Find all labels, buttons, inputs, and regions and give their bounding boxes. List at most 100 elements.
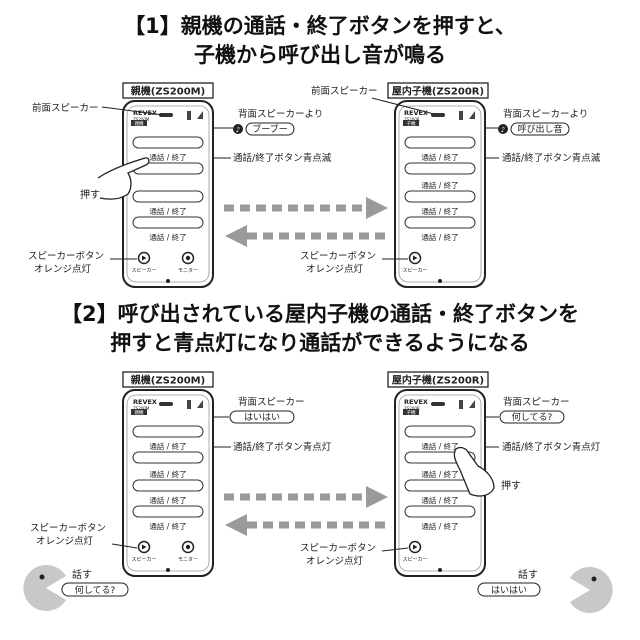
section1-parent-device: 親機(ZS200M) REVEX ZS200M 親機 通話 / 終了 通話 / … xyxy=(122,82,214,288)
section1-button-status-left: 通話/終了ボタン青点滅 xyxy=(233,152,332,164)
section2-parent-monitor-button xyxy=(181,540,195,554)
section2-press-label: 押す xyxy=(501,479,521,492)
section1-arrow-right xyxy=(224,197,388,219)
section2-speak-right-bubble xyxy=(477,582,541,597)
section2-title: 【2】呼び出されている屋内子機の通話・終了ボタンを 押すと青点灯になり通話ができ… xyxy=(0,300,640,358)
section1-child-speaker-btn-line2: オレンジ点灯 xyxy=(306,264,364,275)
section1-child-button-3: 通話 / 終了 xyxy=(421,206,458,216)
section2-parent-speaker-label: スピーカー xyxy=(131,557,156,563)
section1-parent-speaker-label: スピーカー xyxy=(131,268,156,274)
section2-button-status-left: 通話/終了ボタン青点灯 xyxy=(233,441,332,453)
note-glyph: ♪ xyxy=(236,126,240,134)
section1-parent-monitor-label: モニター xyxy=(178,267,198,274)
section1-button-status-right: 通話/終了ボタン青点滅 xyxy=(502,152,601,164)
section1-child-label-box xyxy=(387,82,489,99)
section1-child-button-4: 通話 / 終了 xyxy=(421,232,458,242)
section1-child-device: 屋内子機(ZS200R) REVEX ZS200R 通話 / 終了 通話 / 終… xyxy=(387,82,489,288)
section2-arrow-left xyxy=(225,514,388,536)
section1-child-phone xyxy=(394,100,486,288)
section2-child-speaker-label: スピーカー xyxy=(402,557,427,563)
section2-child-speaker-btn-line2: オレンジ点灯 xyxy=(306,556,364,567)
note-icon xyxy=(233,124,243,134)
section1-child-model: ZS200R xyxy=(404,117,420,122)
section2-button-status-right: 通話/終了ボタン青点灯 xyxy=(502,441,601,453)
section1-speaker-btn-label-line2: オレンジ点灯 xyxy=(34,264,92,275)
section2-parent-button-4: 通話 / 終了 xyxy=(149,521,186,531)
section1-parent-talk-button: 通話 / 終了 xyxy=(149,152,186,162)
section2-child-speaker-button xyxy=(408,540,422,554)
section2-speak-left: 話す xyxy=(72,568,92,581)
section1-child-speaker-label: スピーカー xyxy=(402,268,427,274)
section1-speaker-btn-label-line1: スピーカーボタン xyxy=(28,251,104,262)
section2-speaker-btn-line2: オレンジ点灯 xyxy=(36,536,94,547)
section2-child-brand: REVEX xyxy=(404,398,428,406)
section2-right-bubble-text: 何してる? xyxy=(512,411,553,423)
section1-front-speaker-leader xyxy=(101,106,164,116)
section2-speaker-right-figure xyxy=(570,567,613,613)
section1-title-line2: 子機から呼び出し音が鳴る xyxy=(194,43,446,67)
section2-parent-tag-text: 親機 xyxy=(135,409,144,416)
section1-right-sound-bubble xyxy=(510,122,570,136)
section1-right-sound: 呼び出し音 xyxy=(517,123,562,135)
section2-speak-left-bubble-text: 何してる? xyxy=(75,584,116,596)
section1-child-button-2: 通話 / 終了 xyxy=(421,180,458,190)
section2-child-button-2: 通話 / 終了 xyxy=(421,469,458,479)
section1-child-speaker-button xyxy=(408,251,422,265)
section1-left-sound-bubble xyxy=(245,122,295,136)
section1-parent-speaker-button xyxy=(137,251,151,265)
section2-child-button-3: 通話 / 終了 xyxy=(421,495,458,505)
section2-child-device: 屋内子機(ZS200R) REVEX ZS200R 通話 / 終了 通話 / 終… xyxy=(387,371,489,577)
section2-parent-talk-button: 通話 / 終了 xyxy=(149,441,186,451)
section2-child-label-box xyxy=(387,371,489,388)
section1-press-hand xyxy=(97,157,150,200)
section2-parent-device: 親機(ZS200M) REVEX ZS200M 通話 / 終了 通話 / 終了 … xyxy=(122,371,214,577)
section2-child-button-4: 通話 / 終了 xyxy=(421,521,458,531)
section2-speaker-btn-line1: スピーカーボタン xyxy=(30,523,106,534)
section2-parent-brand: REVEX xyxy=(133,398,157,406)
note-icon xyxy=(498,124,508,134)
section2-child-talk-button: 通話 / 終了 xyxy=(421,441,458,451)
section1-parent-tag-text: 親機 xyxy=(135,120,144,127)
section1-child-tag-text: 子機 xyxy=(407,120,416,127)
section1-rear-speaker-label: 背面スピーカーより xyxy=(238,108,323,120)
section1-title: 【1】親機の通話・終了ボタンを押すと、 子機から呼び出し音が鳴る xyxy=(0,12,640,70)
section2-arrow-right xyxy=(224,486,388,508)
section2-child-speaker-btn-line1: スピーカーボタン xyxy=(300,543,376,554)
section2-parent-label-box xyxy=(122,371,214,388)
section2-parent-monitor-label: モニター xyxy=(178,556,198,563)
section1-child-front-speaker-leader xyxy=(371,97,435,115)
section2-speaker-btn-leader xyxy=(111,543,138,549)
section2-speak-right-bubble-text: はいはい xyxy=(491,585,527,596)
section1-parent-button-2: 通話 / 終了 xyxy=(149,206,186,216)
section1-child-talk-button: 通話 / 終了 xyxy=(421,152,458,162)
section2-title-line1: 【2】呼び出されている屋内子機の通話・終了ボタンを xyxy=(61,302,579,326)
section1-arrow-left xyxy=(225,225,388,247)
section1-left-sound: ブーブー xyxy=(252,123,287,135)
section2-parent-button-2: 通話 / 終了 xyxy=(149,469,186,479)
section1-parent-label-box xyxy=(122,82,214,99)
section2-child-tag-text: 子機 xyxy=(407,409,416,416)
section1-child-brand: REVEX xyxy=(404,109,428,117)
section2-rear-speaker-label-left: 背面スピーカー xyxy=(238,396,305,408)
section2-child-tag-bg xyxy=(403,409,419,415)
section1-parent-tag-bg xyxy=(131,120,147,126)
section1-title-line1: 【1】親機の通話・終了ボタンを押すと、 xyxy=(124,14,516,38)
section1-front-speaker-label: 前面スピーカー xyxy=(32,102,99,114)
section2-left-bubble xyxy=(229,410,295,424)
section1-child-front-speaker-label: 前面スピーカー xyxy=(311,85,378,97)
section2-child-speaker-leader xyxy=(381,547,409,552)
section1-parent-label: 親機(ZS200M) xyxy=(131,85,205,98)
section2-parent-tag-bg xyxy=(131,409,147,415)
section2-speaker-left-figure xyxy=(23,565,66,611)
section2-right-bubble xyxy=(499,410,565,424)
section2-rear-speaker-label-right: 背面スピーカー xyxy=(503,396,570,408)
section2-parent-speaker-button xyxy=(137,540,151,554)
section2-parent-label: 親機(ZS200M) xyxy=(131,374,205,387)
note-glyph: ♪ xyxy=(501,126,505,134)
section1-child-rear-speaker-label: 背面スピーカーより xyxy=(503,108,588,120)
section2-parent-model: ZS200M xyxy=(133,406,150,411)
section1-child-speaker-btn-line1: スピーカーボタン xyxy=(300,251,376,262)
section1-parent-button-3: 通話 / 終了 xyxy=(149,232,186,242)
section2-press-hand xyxy=(453,446,495,497)
